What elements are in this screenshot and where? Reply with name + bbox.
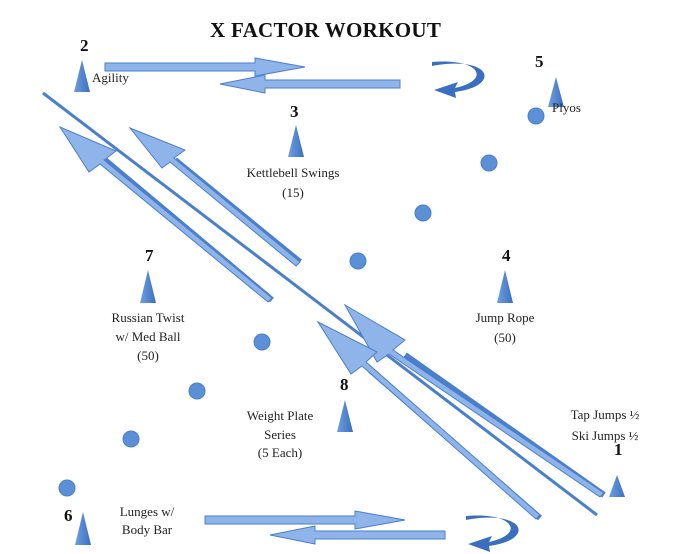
diagonal-thin-line xyxy=(42,91,598,517)
station-6-label: Lunges w/ xyxy=(119,504,175,519)
station-5-number: 5 xyxy=(535,52,544,71)
arrow-left-icon xyxy=(269,525,446,545)
station-4-number: 4 xyxy=(502,246,511,265)
marker-dot xyxy=(480,154,498,172)
station-7-label: w/ Med Ball xyxy=(115,329,181,344)
station-4-label: (50) xyxy=(494,330,516,345)
marker-dot xyxy=(122,430,140,448)
arrow-up-left-icon xyxy=(316,320,541,520)
marker-dot xyxy=(188,382,206,400)
marker-dot xyxy=(414,204,432,222)
cone-3-icon xyxy=(288,125,304,157)
station-1-number: 1 xyxy=(614,440,623,459)
arrow-up-left-icon xyxy=(343,303,605,498)
marker-dot xyxy=(58,479,76,497)
arrow-right-icon xyxy=(204,510,406,530)
station-1-label: Tap Jumps ½ xyxy=(570,407,640,422)
station-3-number: 3 xyxy=(290,102,299,121)
station-6-number: 6 xyxy=(64,506,73,525)
marker-dot xyxy=(349,252,367,270)
station-7-label: Russian Twist xyxy=(111,310,185,325)
u-turn-arrow-icon xyxy=(432,61,485,98)
cone-2-icon xyxy=(74,60,90,92)
cone-7-icon xyxy=(140,270,156,303)
arrow-left-icon xyxy=(219,74,401,94)
station-2-number: 2 xyxy=(80,36,89,55)
cone-1-icon xyxy=(609,475,625,497)
station-3-label: (15) xyxy=(282,185,304,200)
page-title: X FACTOR WORKOUT xyxy=(210,18,442,42)
cone-5-icon xyxy=(548,77,564,107)
station-8-label: Weight Plate xyxy=(246,408,314,423)
arrow-right-icon xyxy=(104,57,306,77)
u-turn-arrow-icon xyxy=(466,515,519,552)
cone-8-icon xyxy=(337,400,353,432)
cone-6-icon xyxy=(75,512,91,545)
marker-dot xyxy=(527,107,545,125)
station-4-label: Jump Rope xyxy=(475,310,535,325)
station-5-label: Plyos xyxy=(552,100,581,115)
station-7-label: (50) xyxy=(137,348,159,363)
marker-dot xyxy=(253,333,271,351)
station-8-label: (5 Each) xyxy=(257,445,303,460)
cone-4-icon xyxy=(497,270,513,303)
station-1-label: Ski Jumps ½ xyxy=(571,428,639,443)
station-7-number: 7 xyxy=(145,246,154,265)
arrow-up-left-icon xyxy=(58,125,273,303)
station-8-label: Series xyxy=(264,427,296,442)
station-3-label: Kettlebell Swings xyxy=(246,165,340,180)
station-8-number: 8 xyxy=(340,375,349,394)
arrow-up-left-icon xyxy=(128,126,301,267)
station-2-label: Agility xyxy=(92,70,129,85)
station-6-label: Body Bar xyxy=(121,522,173,537)
